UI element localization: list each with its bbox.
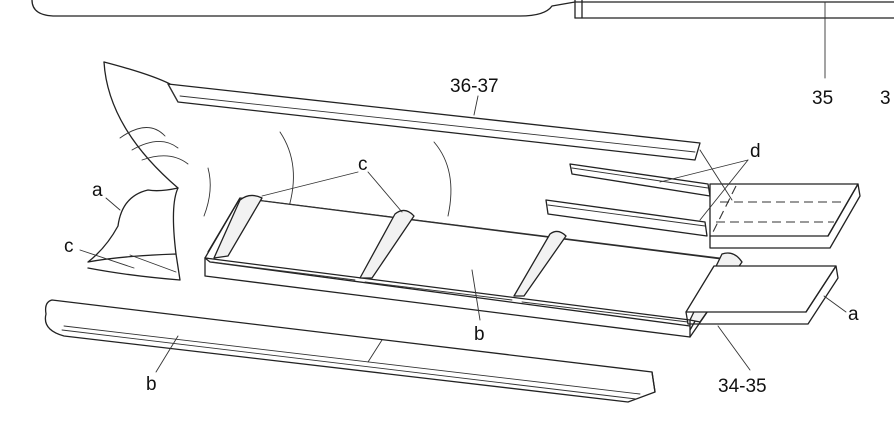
plate-a (685, 265, 847, 371)
leader-36-37 (473, 95, 479, 116)
label-a-left: a (92, 180, 103, 201)
tray-assembly (204, 171, 743, 338)
leader-left-a (105, 197, 121, 211)
base-strip (44, 299, 656, 403)
leader-c-2 (367, 171, 403, 213)
leader-cover-right (699, 149, 733, 201)
label-d: d (750, 141, 761, 162)
label-c-upper: c (358, 154, 368, 175)
label-34-35: 34-35 (718, 376, 767, 397)
rail-set-d (545, 149, 861, 249)
label-b-lower: b (146, 374, 157, 395)
leader-left-c (79, 249, 135, 269)
label-35: 35 (812, 88, 833, 109)
leader-d-2 (699, 159, 749, 221)
label-3: 3 (880, 88, 891, 109)
label-c-left: c (64, 236, 74, 257)
leader-34-35 (717, 325, 751, 371)
leader-d-1 (659, 159, 749, 183)
leader-c-1 (261, 171, 359, 197)
label-a-right: a (848, 304, 859, 325)
leader-right-a (823, 295, 847, 313)
label-b-middle: b (474, 324, 485, 345)
leader-b-mid (471, 269, 481, 321)
top-enclosure (31, 0, 894, 79)
leader-lower-b (155, 335, 179, 373)
labels: 35 3 36-37 d c a c a b b 34-35 (64, 76, 891, 397)
cover-36-37 (167, 83, 701, 161)
curved-flap (79, 61, 452, 281)
label-36-37: 36-37 (450, 76, 499, 97)
